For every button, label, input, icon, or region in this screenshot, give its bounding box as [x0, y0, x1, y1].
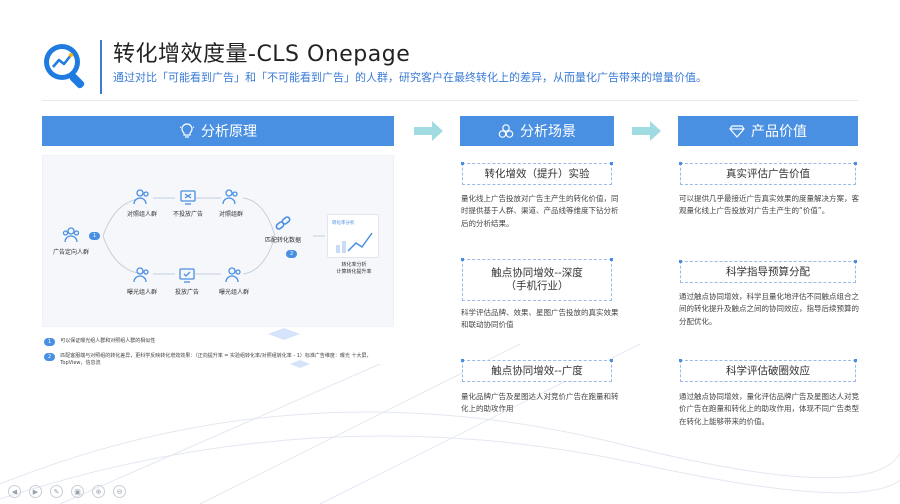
value-body-1: 可以提供几乎最接近广告真实效果的度量解决方案，客观量化线上广告投放对广告主产生的…: [679, 194, 859, 216]
node-exposed-group-label: 曝光组人群: [127, 289, 158, 296]
node-no-ad-label: 不投放广告: [173, 211, 204, 218]
header-divider: [100, 40, 102, 94]
node-no-ad: 不投放广告: [173, 188, 203, 218]
pen-icon[interactable]: ✎: [50, 485, 63, 498]
section-scenario-label: 分析场景: [520, 124, 576, 140]
node-control-group-label: 对照组人群: [127, 211, 158, 218]
prev-slide-icon[interactable]: ◀: [8, 485, 21, 498]
note-text: 可以保证曝光组人群和对照组人群的相似性: [60, 338, 156, 344]
step-badge-1: 1: [89, 232, 101, 240]
node-exposed-conversion: 曝光组人群: [219, 266, 249, 296]
node-control-group: 对照组人群: [127, 188, 157, 218]
result-caption: 转化率分析 计算转化提升率: [336, 262, 372, 275]
value-body-2: 通过触点协同增效，科学且量化地评估不同触点组合之间的转化提升及触点之间的协同效应…: [679, 292, 859, 326]
diamond-icon: [729, 125, 745, 138]
trend-chart-icon: [336, 232, 373, 253]
analytics-logo-icon: [44, 44, 85, 89]
section-value: 产品价值: [678, 116, 858, 146]
node-exposed-group: 曝光组人群: [127, 266, 157, 296]
scenario-title-1: 转化增效（提升）实验: [461, 162, 613, 185]
value-body-3: 通过触点协同增效，量化评估品牌广告及星图达人对竞价广告在跑量和转化上的助攻作用，…: [679, 392, 859, 426]
next-slide-icon[interactable]: ▶: [29, 485, 42, 498]
node-control-conversion-label: 对照组群: [219, 211, 244, 218]
cluster-icon: [498, 124, 514, 138]
arrow-right-icon: [414, 121, 443, 141]
principle-notes: 1 可以保证曝光组人群和对照组人群的相似性 2 匹配客服端与对照组的转化差异，更…: [44, 338, 394, 374]
slides-grid-icon[interactable]: ▣: [71, 485, 84, 498]
note-number: 2: [44, 353, 56, 361]
section-scenario: 分析场景: [460, 116, 614, 146]
node-target-audience: 广告定向人群: [53, 226, 89, 256]
screen-check-icon: [179, 268, 195, 283]
people-icon: [225, 267, 241, 283]
note-item: 2 匹配客服端与对照组的转化差异，更科学反映转化增效效果：（正向提升率 = 实验…: [44, 353, 394, 367]
node-exposed-conversion-label: 曝光组人群: [219, 289, 250, 296]
value-title-3: 科学评估破圈效应: [679, 359, 857, 382]
section-principle: 分析原理: [42, 116, 394, 146]
note-number: 1: [44, 338, 56, 346]
zoom-in-icon[interactable]: ⊕: [92, 485, 105, 498]
scenario-body-3: 量化品牌广告及星图达人对竞价广告在跑量和转化上的助攻作用: [461, 392, 619, 414]
zoom-out-icon[interactable]: ⊖: [113, 485, 126, 498]
node-control-conversion: 对照组群: [219, 188, 243, 218]
header-rule: [42, 100, 858, 101]
people-icon: [133, 189, 149, 205]
screen-off-icon: [180, 190, 196, 205]
scenario-body-2: 科学评估品牌、效果、星图广告投放的真实效果和联动协同价值: [461, 308, 619, 330]
section-value-label: 产品价值: [751, 124, 807, 140]
result-card-title: 转化率分析: [332, 221, 355, 226]
node-ad: 投放广告: [175, 266, 199, 296]
node-ad-label: 投放广告: [175, 289, 200, 296]
arrow-right-icon: [632, 121, 661, 141]
scenario-title-2: 触点协同增效--深度 （手机行业）: [461, 258, 613, 301]
people-icon: [62, 227, 80, 243]
principle-diagram: 广告定向人群 1 对照组人群 不投放广告 对照组群 曝光组人群 投放广告 曝光组…: [42, 155, 394, 327]
people-icon: [133, 267, 149, 283]
scenario-title-3: 触点协同增效--广度: [461, 359, 613, 382]
step-badge-2: 2: [286, 250, 298, 258]
node-match-data: 匹配转化数据: [265, 214, 301, 244]
scenario-body-1: 量化线上广告投放对广告主产生的转化价值，同时提供基于人群、渠道、产品线等维度下钻…: [461, 194, 619, 228]
result-card: 转化率分析: [327, 214, 379, 258]
note-text: 匹配客服端与对照组的转化差异，更科学反映转化增效效果：（正向提升率 = 实验组转…: [60, 353, 372, 366]
people-icon: [222, 189, 238, 205]
node-target-audience-label: 广告定向人群: [53, 249, 90, 256]
link-icon: [275, 216, 291, 230]
value-title-1: 真实评估广告价值: [679, 162, 857, 185]
section-principle-label: 分析原理: [201, 124, 257, 140]
page-subtitle: 通过对比「可能看到广告」和「不可能看到广告」的人群，研究客户在最终转化上的差异，…: [113, 71, 707, 84]
value-title-2: 科学指导预算分配: [679, 260, 857, 283]
page-title: 转化增效度量-CLS Onepage: [113, 42, 411, 67]
slide-toolbar: ◀ ▶ ✎ ▣ ⊕ ⊖: [8, 485, 126, 498]
note-item: 1 可以保证曝光组人群和对照组人群的相似性: [44, 338, 394, 346]
node-match-data-label: 匹配转化数据: [265, 237, 302, 244]
lightbulb-icon: [179, 123, 195, 138]
